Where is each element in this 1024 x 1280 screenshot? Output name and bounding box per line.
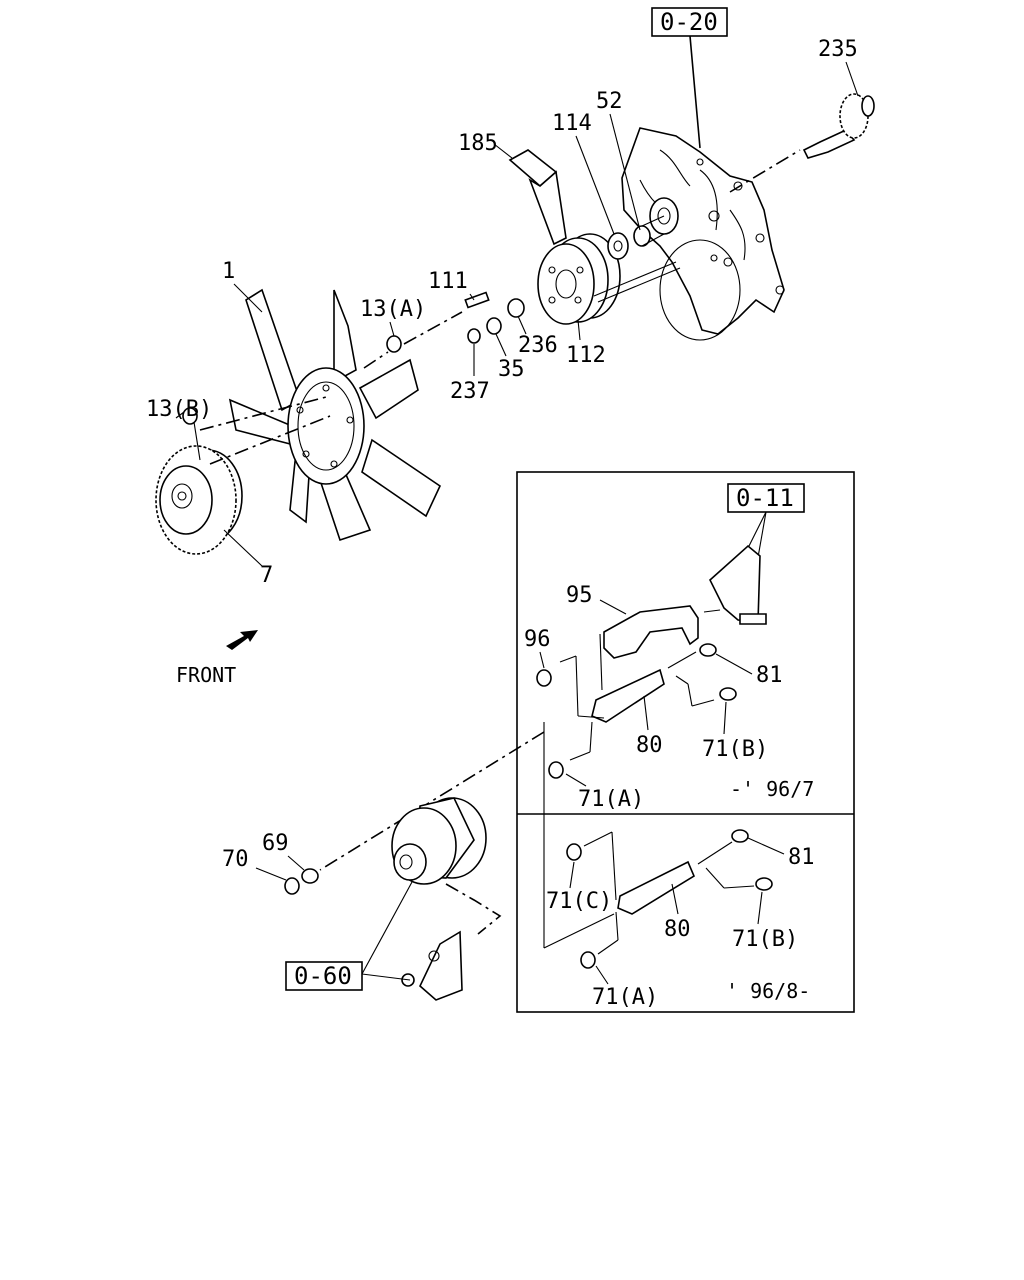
front-indicator: FRONT xyxy=(176,630,258,687)
svg-text:71(B): 71(B) xyxy=(732,927,798,952)
front-direction-arrow-icon xyxy=(226,630,258,650)
svg-text:112: 112 xyxy=(566,343,606,368)
hardware-fan-pulley xyxy=(182,291,525,425)
cooling-fan xyxy=(228,288,442,542)
svg-text:71(A): 71(A) xyxy=(592,985,658,1010)
callout-7[interactable]: 7 xyxy=(223,529,273,588)
callout-81-bot[interactable]: 81 xyxy=(747,837,815,870)
inset-top-parts xyxy=(536,544,767,779)
svg-text:81: 81 xyxy=(756,663,783,688)
svg-text:70: 70 xyxy=(222,847,249,872)
date-note-bottom: ' 96/8- xyxy=(726,979,810,1003)
bracket-185 xyxy=(508,149,567,246)
svg-text:237: 237 xyxy=(450,379,490,404)
svg-text:71(B): 71(B) xyxy=(702,737,768,762)
svg-text:95: 95 xyxy=(566,583,593,608)
ref-box-label: 0-11 xyxy=(736,484,794,512)
svg-text:236: 236 xyxy=(518,333,558,358)
fan-clutch xyxy=(155,445,243,555)
hardware-alternator xyxy=(284,868,319,895)
svg-text:235: 235 xyxy=(818,37,858,62)
svg-text:114: 114 xyxy=(552,111,592,136)
callout-52[interactable]: 52 xyxy=(596,89,641,231)
crank-gear xyxy=(802,93,875,159)
svg-text:35: 35 xyxy=(498,357,525,382)
callout-35[interactable]: 35 xyxy=(495,333,525,382)
date-note-top: -' 96/7 xyxy=(730,777,814,801)
svg-text:71(C): 71(C) xyxy=(546,889,612,914)
inset-panel xyxy=(516,471,855,1013)
callout-111[interactable]: 111 xyxy=(428,269,475,301)
svg-text:111: 111 xyxy=(428,269,468,294)
svg-text:80: 80 xyxy=(664,917,691,942)
callout-96[interactable]: 96 xyxy=(524,627,551,669)
front-label: FRONT xyxy=(176,663,236,687)
callout-237[interactable]: 237 xyxy=(450,344,490,404)
callout-236[interactable]: 236 xyxy=(517,315,558,358)
timing-cover xyxy=(621,127,785,341)
svg-text:185: 185 xyxy=(458,131,498,156)
callout-112[interactable]: 112 xyxy=(566,319,606,368)
svg-text:80: 80 xyxy=(636,733,663,758)
svg-text:13(A): 13(A) xyxy=(360,297,426,322)
callout-13b[interactable]: 13(B) xyxy=(146,397,212,422)
callout-235[interactable]: 235 xyxy=(818,37,859,97)
callout-114[interactable]: 114 xyxy=(552,111,615,235)
crank-pulley xyxy=(537,215,681,325)
ref-box-label: 0-60 xyxy=(294,962,352,990)
callout-80-bot[interactable]: 80 xyxy=(664,883,691,942)
svg-text:69: 69 xyxy=(262,831,289,856)
callout-185[interactable]: 185 xyxy=(458,131,513,159)
alternator xyxy=(391,797,502,1001)
callout-13a[interactable]: 13(A) xyxy=(360,297,426,337)
inset-bottom-parts xyxy=(566,829,773,969)
svg-text:81: 81 xyxy=(788,845,815,870)
ref-box-label: 0-20 xyxy=(660,8,718,36)
svg-text:1: 1 xyxy=(222,259,235,284)
callout-1[interactable]: 1 xyxy=(222,259,263,313)
svg-text:52: 52 xyxy=(596,89,623,114)
callout-71a-top[interactable]: 71(A) xyxy=(565,773,644,812)
callout-71c[interactable]: 71(C) xyxy=(546,861,612,914)
callout-81-top[interactable]: 81 xyxy=(715,653,783,688)
ref-box-bracket-mount[interactable]: 0-11 xyxy=(727,483,805,581)
ref-box-crankcase-cover[interactable]: 0-20 xyxy=(651,7,728,149)
callout-70[interactable]: 70 xyxy=(222,847,287,881)
svg-text:7: 7 xyxy=(260,563,273,588)
callout-80-top[interactable]: 80 xyxy=(636,695,663,758)
svg-text:13(B): 13(B) xyxy=(146,397,212,422)
callout-71b-top[interactable]: 71(B) xyxy=(702,701,768,762)
svg-text:96: 96 xyxy=(524,627,551,652)
svg-text:71(A): 71(A) xyxy=(578,787,644,812)
callout-69[interactable]: 69 xyxy=(262,831,305,871)
callout-71a-bot[interactable]: 71(A) xyxy=(592,965,658,1010)
ref-box-alternator[interactable]: 0-60 xyxy=(285,881,413,991)
callout-95[interactable]: 95 xyxy=(566,583,627,615)
callout-71b-bot[interactable]: 71(B) xyxy=(732,891,798,952)
